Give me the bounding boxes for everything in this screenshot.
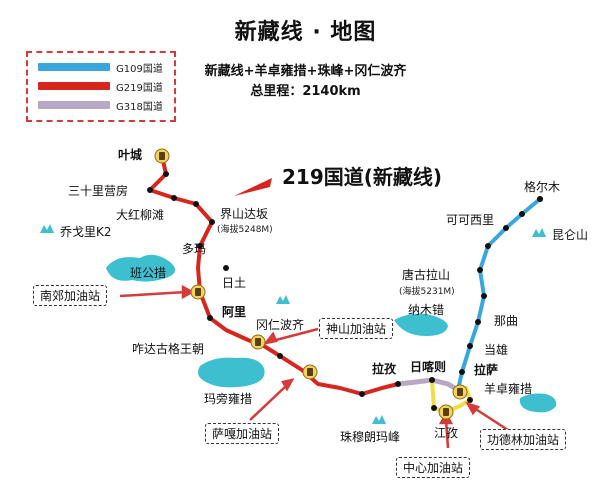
place-label-zhada: 咋达古格王朝 — [132, 342, 205, 356]
place-label-kekexili: 可可西里 — [446, 213, 495, 227]
trip-subtitle: 新藏线+羊卓雍措+珠峰+冈仁波齐 — [204, 64, 407, 79]
route-callout-pointer — [234, 178, 272, 196]
place-label-geermu: 格尔木 — [524, 180, 561, 194]
legend-swatch-g109 — [38, 63, 110, 71]
mountain-icon-ali — [276, 295, 290, 304]
legend-item-g219: G219国道 — [38, 79, 163, 94]
place-label-rikaze: 日喀则 — [410, 360, 447, 374]
lake-mapang — [198, 357, 265, 388]
place-label-qiaogeli: 乔戈里K2 — [60, 225, 112, 239]
place-label-lhasa: 拉萨 — [474, 363, 499, 377]
place-label-bangong: 班公措 — [130, 266, 167, 280]
place-label-kunlun: 昆仑山 — [552, 228, 589, 242]
place-label-gangren: 冈仁波齐 — [256, 318, 305, 332]
fuel-station-markers — [154, 148, 468, 420]
lake-namco — [394, 313, 448, 336]
place-label-tanggula-altitude: (海拔5231M) — [399, 287, 455, 297]
legend: G109国道 G219国道 G318国道 — [26, 51, 176, 122]
place-label-lazi: 拉孜 — [372, 362, 397, 376]
lake-yamdrok — [519, 393, 557, 413]
place-label-ali: 阿里 — [222, 305, 247, 319]
route-callout-label: 219国道(新藏线) — [282, 165, 443, 189]
legend-item-g318: G318国道 — [38, 98, 163, 113]
place-label-yamdrok: 羊卓雍措 — [484, 382, 533, 396]
place-label-jieshan: 界山达坂 — [220, 207, 269, 221]
station-label-gongdelin: 功德林加油站 — [480, 429, 567, 450]
station-arrows — [119, 284, 509, 449]
lake-bangong — [106, 254, 176, 282]
station-label-nanjiao: 南郊加油站 — [33, 285, 108, 306]
mountain-icon-kunlun — [532, 228, 546, 237]
place-label-dahongliutan: 大红柳滩 — [116, 208, 165, 222]
place-label-duoma: 多玛 — [182, 242, 207, 256]
legend-label: G219国道 — [116, 82, 163, 94]
route-g109 — [456, 197, 542, 392]
station-label-saga: 萨嘎加油站 — [205, 423, 280, 444]
route-g219 — [148, 154, 400, 396]
legend-label: G109国道 — [116, 63, 163, 75]
total-distance: 总里程：2140km — [250, 84, 361, 99]
place-label-tanggula: 唐古拉山 — [402, 268, 451, 282]
legend-item-g109: G109国道 — [38, 60, 163, 75]
place-label-naqu: 那曲 — [494, 314, 519, 328]
place-label-namco: 纳木错 — [408, 303, 445, 317]
mountain-icon-everest — [372, 415, 386, 424]
place-label-gyantse: 江孜 — [434, 426, 459, 440]
mountain-icon-qiaogeli — [40, 224, 54, 233]
station-label-zhongxin: 中心加油站 — [396, 457, 471, 478]
place-label-mapang: 玛旁雍措 — [204, 392, 253, 406]
route-g318 — [395, 377, 461, 393]
place-label-dangxiong: 当雄 — [484, 343, 509, 357]
page-title: 新藏线 · 地图 — [234, 20, 377, 45]
place-label-jieshan-altitude: (海拔5248M) — [217, 225, 273, 235]
legend-label: G318国道 — [116, 101, 163, 113]
place-label-sanshili: 三十里营房 — [68, 184, 129, 198]
place-label-ritu: 日土 — [222, 276, 247, 290]
route-nodes — [147, 171, 543, 411]
place-label-everest: 珠穆朗玛峰 — [340, 430, 401, 444]
legend-swatch-g318 — [38, 101, 110, 109]
place-label-yecheng: 叶城 — [118, 148, 143, 162]
station-label-shenshan: 神山加油站 — [319, 318, 394, 339]
legend-swatch-g219 — [38, 82, 110, 90]
